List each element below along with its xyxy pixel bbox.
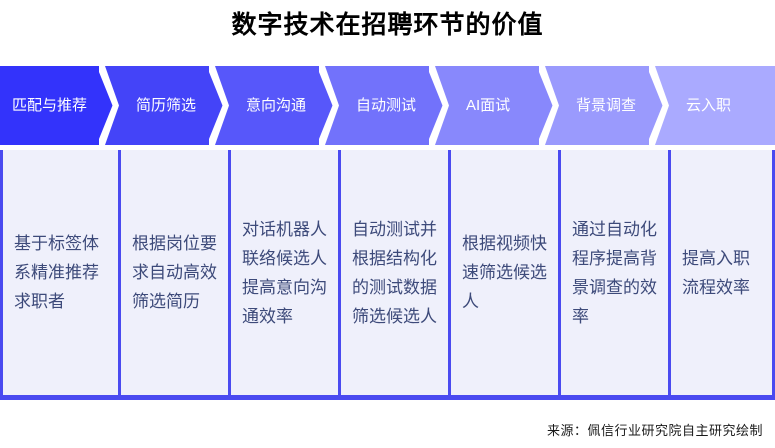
detail-panel-text: 提高入职流程效率: [682, 248, 750, 297]
chevron-right-icon: [649, 66, 669, 145]
detail-panel-text: 基于标签体系精准推荐求职者: [14, 234, 99, 311]
process-step-4[interactable]: 自动测试: [338, 66, 449, 145]
detail-panel-4[interactable]: 自动测试并根据结构化的测试数据筛选候选人: [338, 150, 448, 395]
process-step-label: 匹配与推荐: [12, 96, 88, 114]
process-step-label: 自动测试: [356, 96, 417, 114]
process-step-2[interactable]: 简历筛选: [118, 66, 229, 145]
page-title: 数字技术在招聘环节的价值: [231, 11, 544, 39]
detail-panel-text: 通过自动化程序提高背景调查的效率: [572, 219, 657, 326]
process-banner: 匹配与推荐 简历筛选 意向沟通 自动测试 AI面试 背景调查 云入职: [0, 66, 775, 145]
detail-panel-1[interactable]: 基于标签体系精准推荐求职者: [0, 150, 118, 395]
chevron-right-icon: [429, 66, 449, 145]
detail-panel-2[interactable]: 根据岗位要求自动高效筛选简历: [118, 150, 228, 395]
process-step-label: 云入职: [686, 96, 732, 114]
detail-panels: 基于标签体系精准推荐求职者根据岗位要求自动高效筛选简历对话机器人联络候选人提高意…: [0, 150, 775, 395]
detail-panel-7[interactable]: 提高入职流程效率: [668, 150, 775, 395]
process-step-7[interactable]: 云入职: [668, 66, 775, 145]
chevron-right-icon: [319, 66, 339, 145]
process-step-1[interactable]: 匹配与推荐: [0, 66, 119, 145]
detail-panel-5[interactable]: 根据视频快速筛选候选人: [448, 150, 558, 395]
chevron-right-icon: [99, 66, 119, 145]
chevron-right-icon: [539, 66, 559, 145]
process-step-label: 背景调查: [576, 96, 637, 114]
process-step-3[interactable]: 意向沟通: [228, 66, 339, 145]
process-step-6[interactable]: 背景调查: [558, 66, 669, 145]
panels-bottom-bar: [0, 395, 775, 400]
process-step-5[interactable]: AI面试: [448, 66, 559, 145]
detail-panel-3[interactable]: 对话机器人联络候选人提高意向沟通效率: [228, 150, 338, 395]
detail-panel-text: 对话机器人联络候选人提高意向沟通效率: [242, 219, 327, 326]
source-note: 来源：佩信行业研究院自主研究绘制: [546, 423, 763, 438]
detail-panel-text: 根据视频快速筛选候选人: [462, 234, 547, 311]
chevron-right-icon: [209, 66, 229, 145]
process-step-label: AI面试: [466, 96, 511, 114]
detail-panel-text: 根据岗位要求自动高效筛选简历: [132, 234, 217, 311]
process-step-label: 简历筛选: [136, 96, 197, 114]
detail-panel-6[interactable]: 通过自动化程序提高背景调查的效率: [558, 150, 668, 395]
detail-panel-text: 自动测试并根据结构化的测试数据筛选候选人: [352, 219, 437, 326]
process-step-label: 意向沟通: [246, 96, 307, 114]
